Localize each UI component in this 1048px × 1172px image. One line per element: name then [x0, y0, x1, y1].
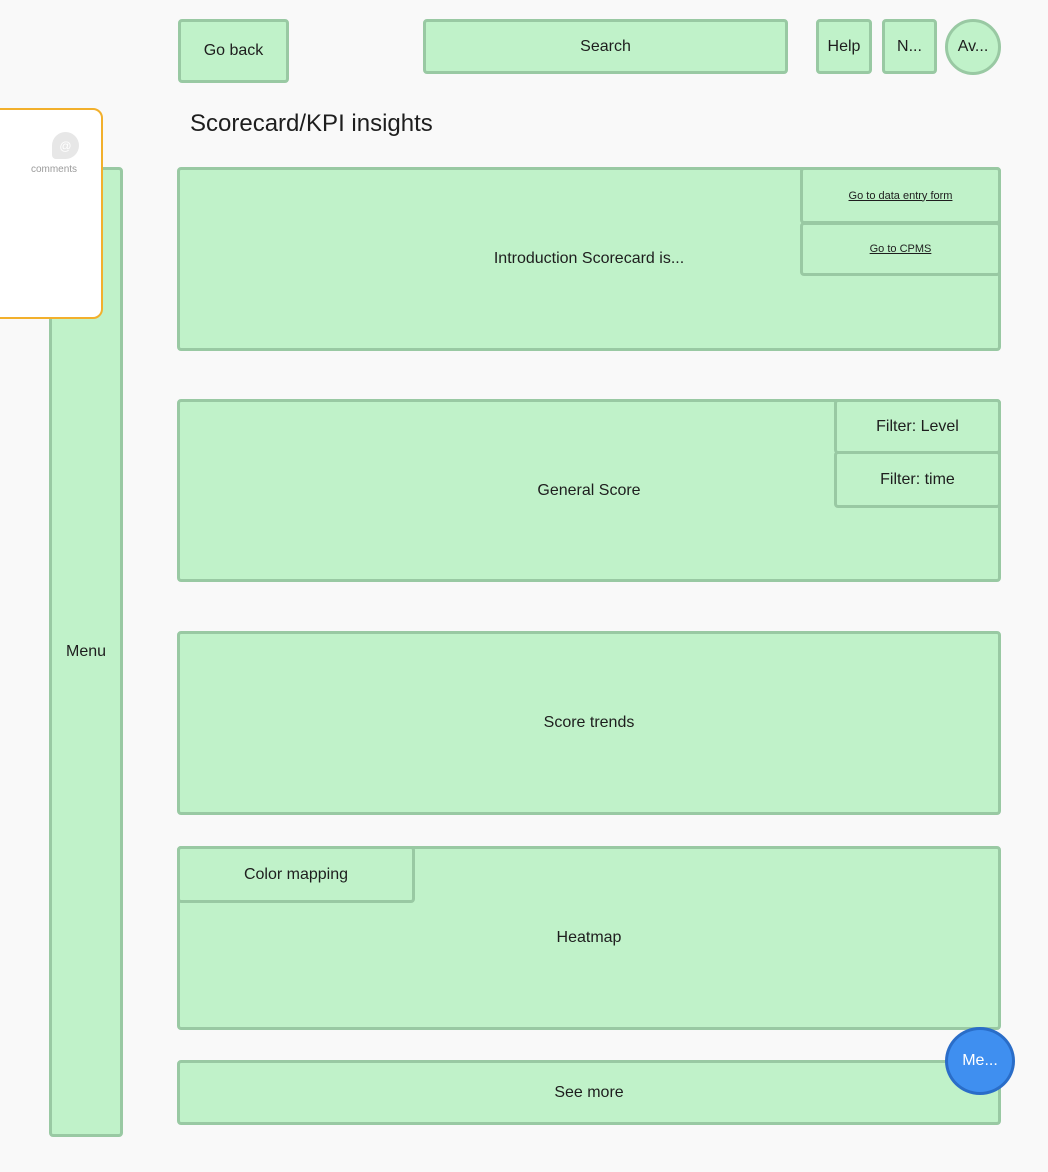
search-bar[interactable]: Search — [423, 19, 788, 74]
filter-level-button[interactable]: Filter: Level — [834, 399, 1001, 454]
floating-action-button[interactable]: Me... — [945, 1027, 1015, 1095]
general-score-label: General Score — [537, 481, 641, 499]
at-icon[interactable]: @ — [52, 132, 79, 159]
filter-time-button[interactable]: Filter: time — [834, 451, 1001, 508]
comments-panel[interactable] — [0, 108, 103, 319]
avatar[interactable]: Av... — [945, 19, 1001, 75]
notifications-button[interactable]: N... — [882, 19, 937, 74]
help-button[interactable]: Help — [816, 19, 872, 74]
data-entry-form-link[interactable]: Go to data entry form — [800, 167, 1001, 224]
color-mapping-button[interactable]: Color mapping — [177, 846, 415, 903]
heatmap-label: Heatmap — [556, 929, 622, 946]
go-back-button[interactable]: Go back — [178, 19, 289, 83]
sidebar-menu[interactable]: Menu — [49, 167, 123, 1137]
score-trends-section: Score trends — [177, 631, 1001, 815]
cpms-link[interactable]: Go to CPMS — [800, 222, 1001, 276]
see-more-button[interactable]: See more — [177, 1060, 1001, 1125]
introduction-label: Introduction Scorecard is... — [493, 250, 685, 267]
page-title: Scorecard/KPI insights — [190, 110, 433, 137]
comments-label: comments — [30, 164, 78, 175]
